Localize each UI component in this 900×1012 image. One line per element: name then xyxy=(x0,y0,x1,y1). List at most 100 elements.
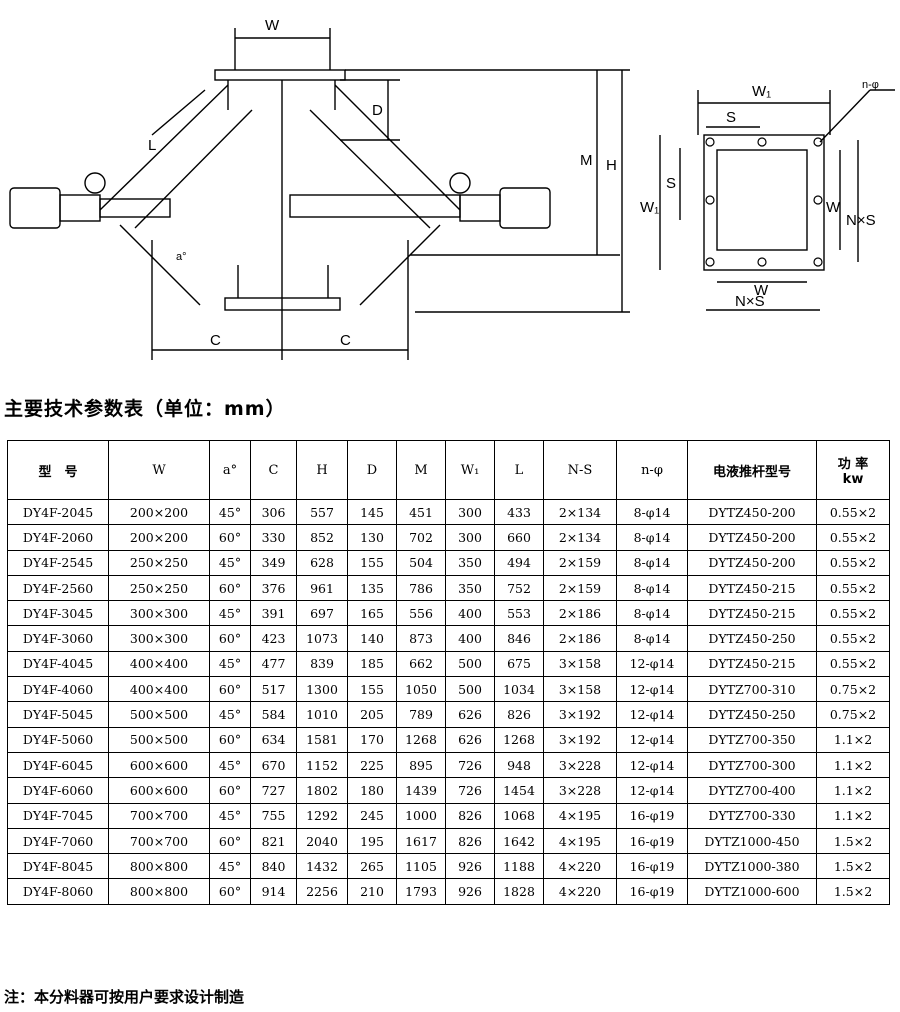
header-c: C xyxy=(250,440,297,500)
cell-m: 702 xyxy=(396,524,446,551)
cell-m: 662 xyxy=(396,650,446,678)
cell-power: 1.1×2 xyxy=(816,751,890,779)
cell-c: 727 xyxy=(250,777,297,804)
footer-note: 注：本分料器可按用户要求设计制造 xyxy=(4,988,245,1006)
cell-w: 800×800 xyxy=(108,878,210,905)
cell-w: 200×200 xyxy=(108,498,210,526)
cell-l: 1188 xyxy=(494,853,544,880)
cell-power: 0.75×2 xyxy=(816,676,890,703)
cell-l: 660 xyxy=(494,524,544,551)
cell-w: 600×600 xyxy=(108,777,210,804)
cell-d: 165 xyxy=(347,600,397,627)
label-m: M xyxy=(580,152,593,169)
cell-h: 1802 xyxy=(296,777,348,804)
cell-angle: 45° xyxy=(209,802,251,829)
cell-power: 0.55×2 xyxy=(816,524,890,551)
cell-m: 1617 xyxy=(396,827,446,855)
cell-model: DY4F-6060 xyxy=(7,777,109,804)
cell-h: 2256 xyxy=(296,878,348,905)
label-ns-side: N×S xyxy=(846,212,876,229)
header-h: H xyxy=(296,440,348,500)
header-actuator: 电液推杆型号 xyxy=(687,440,817,500)
cell-n-phi: 8-φ14 xyxy=(616,574,688,602)
cell-d: 210 xyxy=(347,878,397,905)
label-s-side: S xyxy=(666,175,676,192)
cell-h: 2040 xyxy=(296,827,348,855)
cell-c: 391 xyxy=(250,600,297,627)
cell-power: 1.1×2 xyxy=(816,726,890,753)
cell-l: 675 xyxy=(494,650,544,678)
cell-l: 433 xyxy=(494,498,544,526)
cell-w: 250×250 xyxy=(108,549,210,576)
cell-n-phi: 16-φ19 xyxy=(616,827,688,855)
cell-w: 400×400 xyxy=(108,650,210,678)
label-ns-bottom: N×S xyxy=(735,293,765,310)
cell-w: 700×700 xyxy=(108,827,210,855)
cell-model: DY4F-3045 xyxy=(7,600,109,627)
parameter-table: 型 号 W a° C H D M W₁ L N-S n-φ 电液推杆型号 功 率… xyxy=(7,440,890,905)
cell-angle: 60° xyxy=(209,878,251,905)
cell-actuator: DYTZ450-215 xyxy=(687,600,817,627)
cell-n-s: 3×192 xyxy=(543,701,617,728)
cell-c: 821 xyxy=(250,827,297,855)
cell-h: 557 xyxy=(296,498,348,526)
cell-n-s: 4×195 xyxy=(543,802,617,829)
cell-w1: 626 xyxy=(445,726,495,753)
cell-actuator: DYTZ700-400 xyxy=(687,777,817,804)
cell-c: 349 xyxy=(250,549,297,576)
cell-d: 180 xyxy=(347,777,397,804)
cell-n-s: 2×159 xyxy=(543,549,617,576)
cell-d: 205 xyxy=(347,701,397,728)
cell-m: 451 xyxy=(396,498,446,526)
cell-n-phi: 12-φ14 xyxy=(616,751,688,779)
header-d: D xyxy=(347,440,397,500)
header-n-phi: n-φ xyxy=(616,440,688,500)
cell-model: DY4F-8060 xyxy=(7,878,109,905)
cell-angle: 45° xyxy=(209,498,251,526)
cell-n-s: 2×134 xyxy=(543,498,617,526)
cell-n-phi: 8-φ14 xyxy=(616,549,688,576)
cell-c: 755 xyxy=(250,802,297,829)
cell-n-phi: 16-φ19 xyxy=(616,853,688,880)
cell-h: 1152 xyxy=(296,751,348,779)
cell-n-s: 3×158 xyxy=(543,650,617,678)
cell-d: 185 xyxy=(347,650,397,678)
cell-w1: 400 xyxy=(445,600,495,627)
cell-l: 1034 xyxy=(494,676,544,703)
cell-c: 517 xyxy=(250,676,297,703)
cell-c: 914 xyxy=(250,878,297,905)
cell-w1: 826 xyxy=(445,802,495,829)
cell-w: 200×200 xyxy=(108,524,210,551)
cell-c: 376 xyxy=(250,574,297,602)
cell-n-phi: 8-φ14 xyxy=(616,524,688,551)
cell-model: DY4F-4060 xyxy=(7,676,109,703)
cell-w1: 350 xyxy=(445,549,495,576)
cell-h: 628 xyxy=(296,549,348,576)
cell-model: DY4F-5045 xyxy=(7,701,109,728)
cell-power: 0.55×2 xyxy=(816,498,890,526)
cell-l: 948 xyxy=(494,751,544,779)
table-header-row: 型 号 W a° C H D M W₁ L N-S n-φ 电液推杆型号 功 率… xyxy=(7,440,890,500)
cell-angle: 45° xyxy=(209,650,251,678)
label-a: a° xyxy=(176,251,187,263)
header-l: L xyxy=(494,440,544,500)
cell-w1: 726 xyxy=(445,751,495,779)
cell-w: 500×500 xyxy=(108,701,210,728)
header-model: 型 号 xyxy=(7,440,109,500)
cell-angle: 60° xyxy=(209,827,251,855)
cell-h: 1300 xyxy=(296,676,348,703)
label-s-top: S xyxy=(726,109,736,126)
cell-angle: 60° xyxy=(209,574,251,602)
cell-c: 634 xyxy=(250,726,297,753)
label-c-left: C xyxy=(210,332,221,349)
cell-n-phi: 16-φ19 xyxy=(616,878,688,905)
cell-actuator: DYTZ450-200 xyxy=(687,524,817,551)
header-w1: W₁ xyxy=(445,440,495,500)
